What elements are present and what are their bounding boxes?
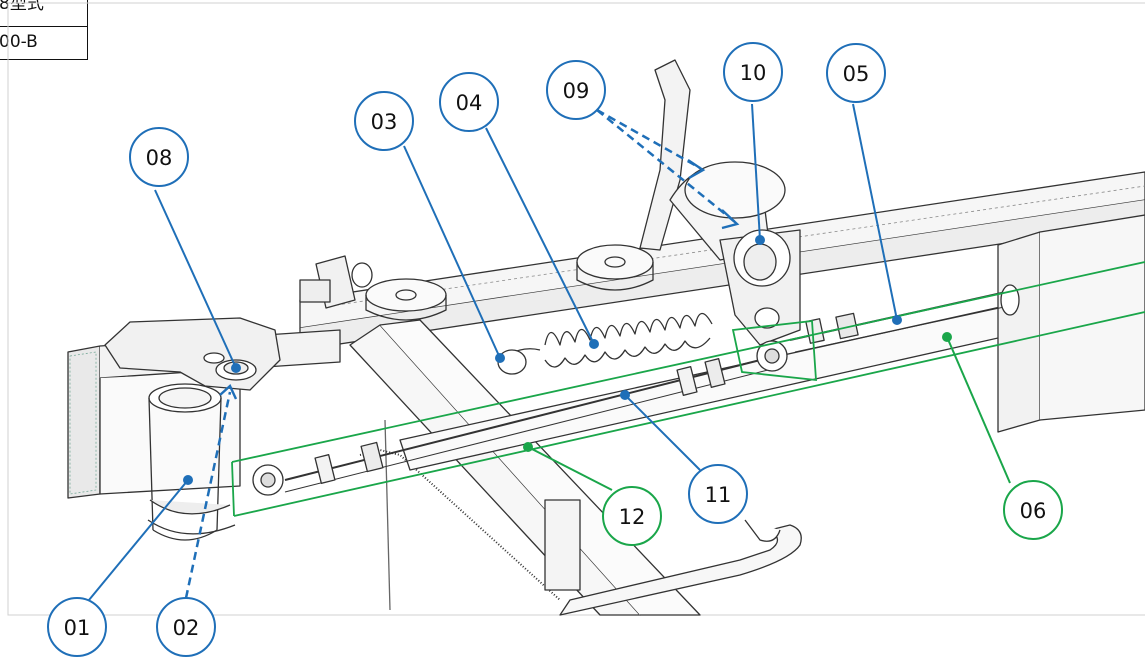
svg-text:11: 11	[705, 483, 732, 507]
callout-01: 01	[47, 597, 107, 657]
callout-02: 02	[156, 597, 216, 657]
svg-text:12: 12	[619, 505, 646, 529]
title-block-code: 00-B	[0, 32, 38, 52]
callout-06: 06	[1003, 480, 1063, 540]
svg-text:10: 10	[740, 61, 767, 85]
svg-text:08: 08	[146, 146, 173, 170]
svg-text:02: 02	[173, 616, 200, 640]
svg-text:01: 01	[64, 616, 91, 640]
callout-09: 09	[546, 60, 606, 120]
highlight-boxes	[231, 261, 1145, 517]
callout-04: 04	[439, 72, 499, 132]
callout-03: 03	[354, 91, 414, 151]
arrowheads	[219, 159, 740, 400]
mechanism-drawing	[67, 59, 1145, 616]
callout-12: 12	[602, 486, 662, 546]
callout-08: 08	[129, 127, 189, 187]
svg-text:09: 09	[563, 79, 590, 103]
callouts: 01 02 03 04 05 06 08 09	[47, 42, 1063, 657]
green-leader-lines	[527, 336, 1011, 491]
svg-text:06: 06	[1020, 499, 1047, 523]
callout-11: 11	[688, 464, 748, 524]
leader-lines	[88, 103, 898, 601]
svg-text:05: 05	[843, 62, 870, 86]
svg-text:03: 03	[371, 110, 398, 134]
callout-05: 05	[826, 43, 886, 103]
drawing-frame	[7, 2, 1145, 616]
callout-10: 10	[723, 42, 783, 102]
leader-dots	[183, 235, 952, 485]
svg-text:04: 04	[456, 91, 483, 115]
